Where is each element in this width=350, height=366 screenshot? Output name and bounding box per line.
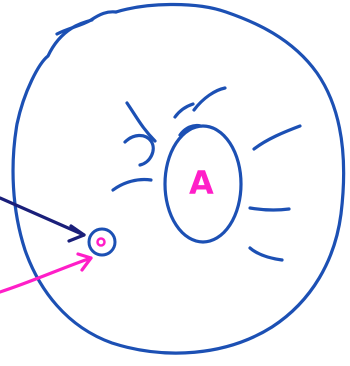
radial-fiber-top-small <box>173 102 195 119</box>
radial-fiber-right-upper <box>252 124 302 151</box>
radial-fiber-right-lower <box>248 246 284 262</box>
outer-boundary-loop <box>55 10 118 36</box>
dark-arrow-shaft <box>0 196 86 237</box>
radial-fiber-top-left <box>125 101 157 143</box>
small-target-inner-dot <box>96 237 106 247</box>
magenta-arrow-shaft <box>0 256 93 294</box>
magenta-arrow-head <box>76 252 93 272</box>
outer-boundary-outline <box>11 2 346 355</box>
inner-nucleus-oval <box>163 124 243 244</box>
label-a: A <box>189 164 214 202</box>
radial-fiber-top <box>192 86 227 112</box>
radial-fiber-right-middle <box>248 206 291 212</box>
radial-fiber-left-lower <box>111 177 153 192</box>
small-target-outer-circle <box>87 227 117 257</box>
radial-fiber-inner-right <box>178 123 203 137</box>
radial-fiber-left-wavy <box>123 133 155 167</box>
dark-arrow-head <box>67 224 86 243</box>
